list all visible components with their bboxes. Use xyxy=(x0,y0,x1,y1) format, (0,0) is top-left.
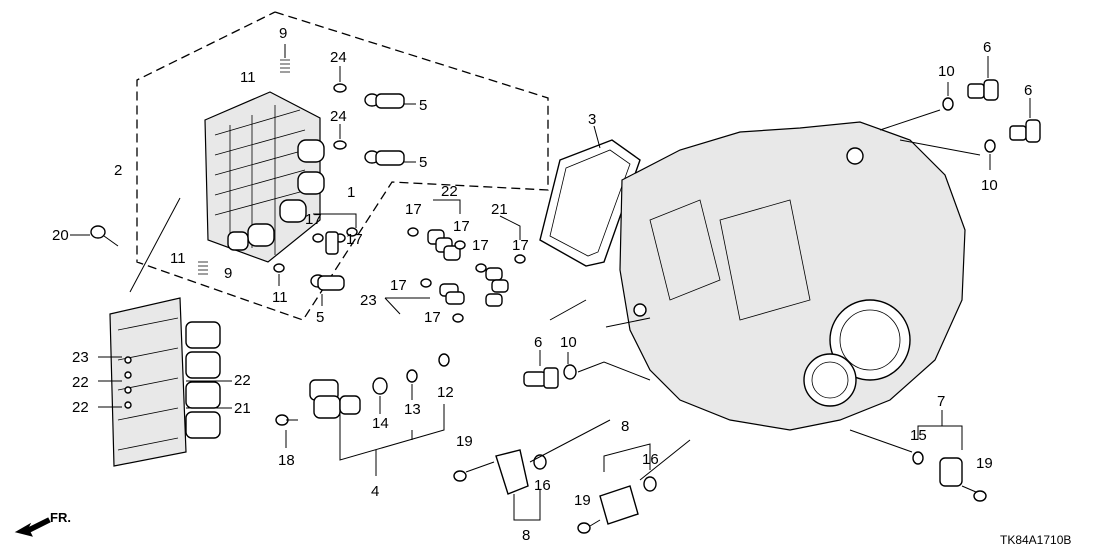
callout-12: 12 xyxy=(437,384,454,401)
callout-17: 17 xyxy=(405,201,422,218)
solenoid-group-21 xyxy=(475,215,526,307)
callout-19: 19 xyxy=(456,433,473,450)
speed-sensor-8-b xyxy=(577,439,691,534)
valve-body-underside xyxy=(98,197,232,467)
pressure-switch-5-a xyxy=(364,93,416,109)
callout-17: 17 xyxy=(424,309,441,326)
solenoid-group-22 xyxy=(407,199,466,261)
callout-10: 10 xyxy=(981,177,998,194)
plug-6-b xyxy=(899,98,1041,156)
callout-14: 14 xyxy=(372,415,389,432)
bolt-20 xyxy=(70,225,119,247)
pressure-switch-5-c xyxy=(310,274,345,306)
callout-21: 21 xyxy=(491,201,508,218)
callout-5: 5 xyxy=(419,154,427,171)
callout-19: 19 xyxy=(574,492,591,509)
callout-16: 16 xyxy=(534,477,551,494)
valve-body xyxy=(204,91,325,263)
callout-15: 15 xyxy=(910,427,927,444)
callout-18: 18 xyxy=(278,452,295,469)
washer-11 xyxy=(273,263,285,286)
callout-17: 17 xyxy=(512,237,529,254)
washer-10-b xyxy=(984,139,996,170)
callout-8: 8 xyxy=(621,418,629,435)
callout-22: 22 xyxy=(234,372,251,389)
callout-23: 23 xyxy=(72,349,89,366)
spring-pin-9-top xyxy=(280,44,290,73)
callout-8: 8 xyxy=(522,527,530,544)
callout-9: 9 xyxy=(224,265,232,282)
callout-13: 13 xyxy=(404,401,421,418)
sensor-7 xyxy=(849,410,987,502)
callout-1: 1 xyxy=(347,184,355,201)
assembly-frame xyxy=(136,11,549,321)
washer-24-b xyxy=(333,124,347,150)
solenoid-group-23 xyxy=(384,278,465,323)
callout-17: 17 xyxy=(305,211,322,228)
spring-pin-9-bottom xyxy=(198,261,208,275)
callout-5: 5 xyxy=(316,309,324,326)
callout-11: 11 xyxy=(272,289,288,306)
diagram-code: TK84A1710B xyxy=(1000,533,1071,547)
callout-5: 5 xyxy=(419,97,427,114)
callout-2: 2 xyxy=(114,162,122,179)
callout-22: 22 xyxy=(441,183,458,200)
callout-6: 6 xyxy=(1024,82,1032,99)
transmission-case xyxy=(605,121,966,431)
callout-17: 17 xyxy=(472,237,489,254)
bolt-18 xyxy=(275,414,298,448)
callout-22: 22 xyxy=(72,374,89,391)
callout-6: 6 xyxy=(534,334,542,351)
callout-22: 22 xyxy=(72,399,89,416)
callout-10: 10 xyxy=(560,334,577,351)
gasket-3 xyxy=(539,125,641,267)
callout-17: 17 xyxy=(346,231,363,248)
callout-6: 6 xyxy=(983,39,991,56)
callout-4: 4 xyxy=(371,483,379,500)
callout-24: 24 xyxy=(330,108,347,125)
plug-6-a xyxy=(879,56,999,131)
callout-23: 23 xyxy=(360,292,377,309)
callout-17: 17 xyxy=(453,218,470,235)
callout-11: 11 xyxy=(170,250,186,267)
speed-sensor-8-a xyxy=(453,419,611,521)
washer-10-a xyxy=(942,82,954,111)
callout-9: 9 xyxy=(279,25,287,42)
callout-3: 3 xyxy=(588,111,596,128)
washer-24-a xyxy=(333,66,347,93)
callout-11: 11 xyxy=(240,69,256,86)
callout-7: 7 xyxy=(937,393,945,410)
callout-20: 20 xyxy=(52,227,69,244)
callout-19: 19 xyxy=(976,455,993,472)
plug-6-c xyxy=(523,350,651,389)
front-arrow-icon xyxy=(14,517,51,537)
callout-21: 21 xyxy=(234,400,251,417)
callout-10: 10 xyxy=(938,63,955,80)
pressure-switch-5-b xyxy=(364,150,416,166)
callout-24: 24 xyxy=(330,49,347,66)
front-marker: FR. xyxy=(50,510,71,525)
callout-17: 17 xyxy=(390,277,407,294)
callout-16: 16 xyxy=(642,451,659,468)
solenoid-4 xyxy=(309,299,587,476)
check-ball-1 xyxy=(312,213,358,255)
